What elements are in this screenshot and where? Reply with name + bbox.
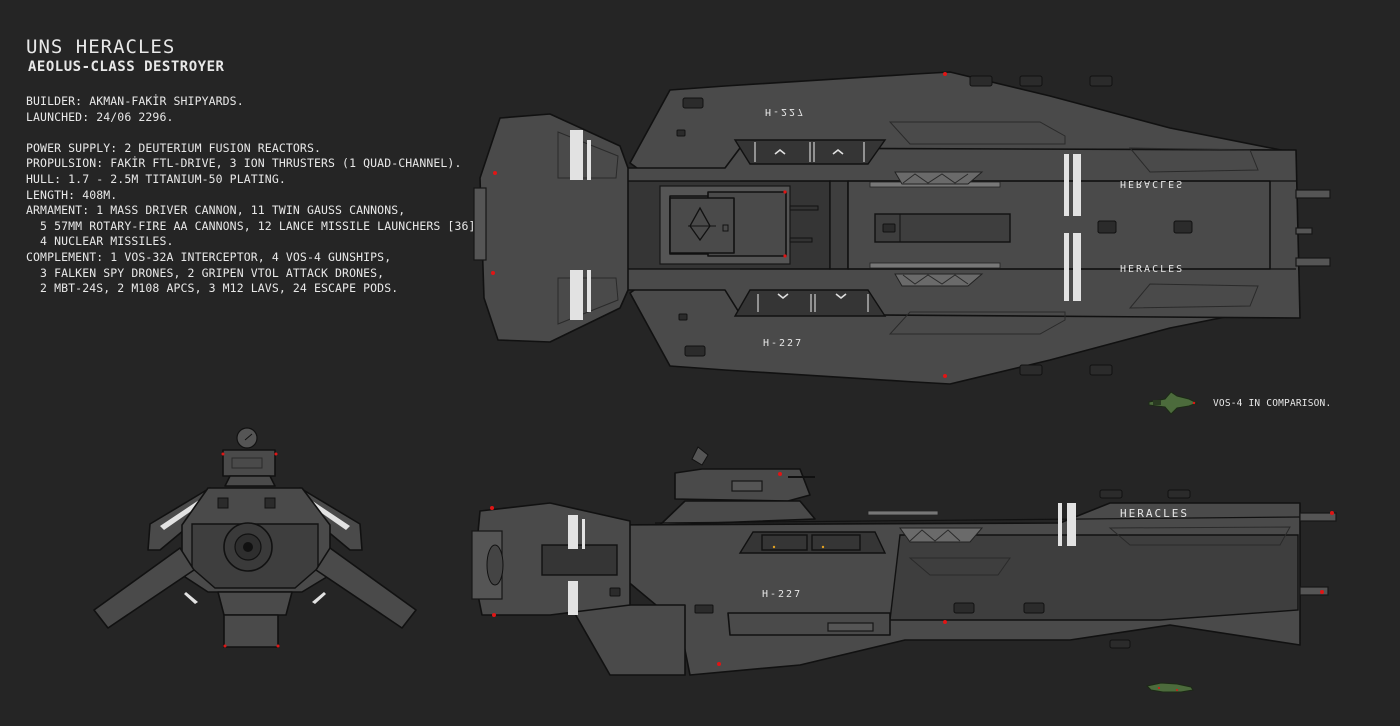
ship-class: AEOLUS-CLASS DESTROYER xyxy=(28,59,225,75)
ship-name-upper-decal: HERACLES xyxy=(1120,178,1184,189)
spec-complement-2: 3 FALKEN SPY DRONES, 2 GRIPEN VTOL ATTAC… xyxy=(26,265,385,280)
ship-side-view: HERACLES H-227 xyxy=(471,446,1337,676)
spec-launched: LAUNCHED: 24/06 2296. xyxy=(26,109,174,124)
turret-icons xyxy=(676,75,1193,376)
hull-number-lower-decal: H-227 xyxy=(763,338,803,349)
ship-name: UNS HERACLES xyxy=(26,36,176,58)
spec-armament-3: 4 NUCLEAR MISSILES. xyxy=(26,234,174,249)
spec-sheet: UNS HERACLES AEOLUS-CLASS DESTROYER BUIL… xyxy=(26,36,483,297)
spec-length: LENGTH: 408M. xyxy=(26,187,118,202)
vos4-side-comparison-icon xyxy=(1145,682,1194,693)
spec-complement-1: COMPLEMENT: 1 VOS-32A INTERCEPTOR, 4 VOS… xyxy=(26,249,392,264)
ship-front-view xyxy=(93,427,417,648)
spec-propulsion: PROPULSION: FAKİR FTL-DRIVE, 3 ION THRUS… xyxy=(26,156,462,171)
spec-hull: HULL: 1.7 - 2.5M TITANIUM-50 PLATING. xyxy=(26,171,286,186)
ship-name-side-decal: HERACLES xyxy=(1120,507,1189,520)
hull-number-side-decal: H-227 xyxy=(762,589,802,600)
spec-complement-3: 2 MBT-24S, 2 M108 APCS, 3 M12 LAVS, 24 E… xyxy=(26,281,399,296)
ship-top-view: H-227 H-227 HERACLES HERACLES xyxy=(473,71,1331,385)
hull-number-upper-decal: H-227 xyxy=(765,106,805,117)
vos4-comparison-icon xyxy=(1148,391,1199,415)
spec-power: POWER SUPPLY: 2 DEUTERIUM FUSION REACTOR… xyxy=(26,140,321,155)
ship-name-lower-decal: HERACLES xyxy=(1120,264,1184,275)
spec-builder: BUILDER: AKMAN-FAKİR SHIPYARDS. xyxy=(26,94,244,108)
spec-armament-1: ARMAMENT: 1 MASS DRIVER CANNON, 11 TWIN … xyxy=(26,203,406,218)
spec-armament-2: 5 57MM ROTARY-FIRE AA CANNONS, 12 LANCE … xyxy=(26,218,483,233)
comparison-label: VOS-4 IN COMPARISON. xyxy=(1213,398,1332,409)
spec-lines: BUILDER: AKMAN-FAKİR SHIPYARDS. LAUNCHED… xyxy=(26,94,483,297)
